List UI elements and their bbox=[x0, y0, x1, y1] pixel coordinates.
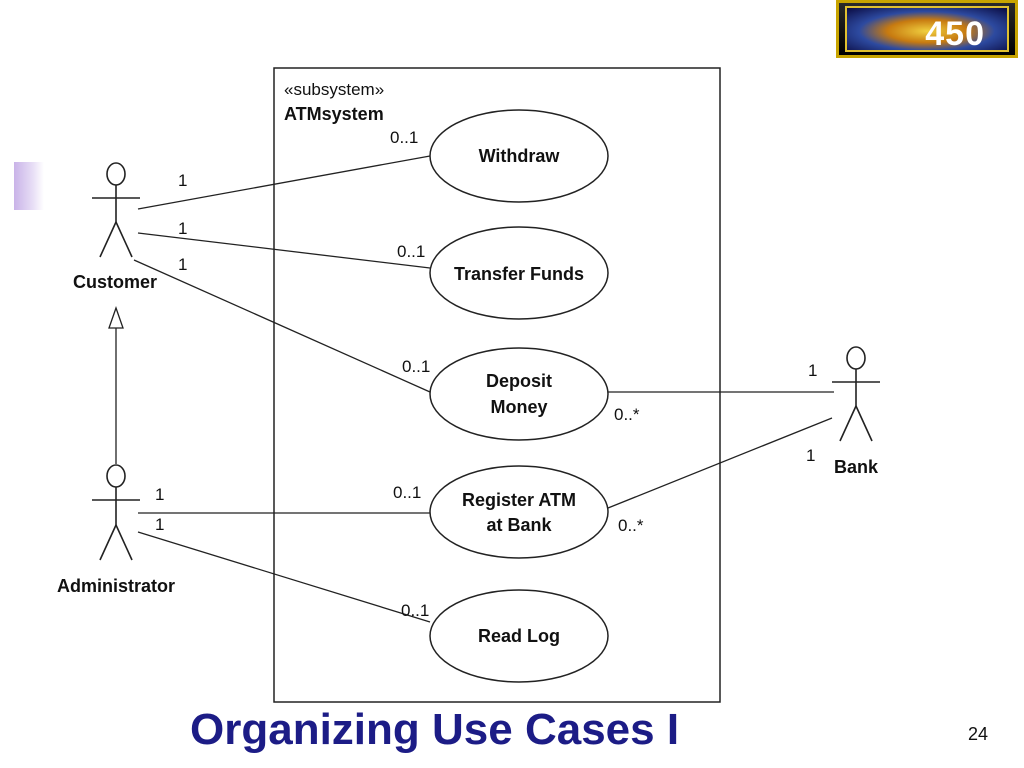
generalization-arrowhead bbox=[108, 306, 124, 329]
use-case-transfer-ellipse bbox=[429, 226, 609, 320]
actor-administrator-label: Administrator bbox=[57, 576, 175, 596]
use-case-read-log: Read Log bbox=[429, 589, 609, 683]
administrator-head bbox=[106, 464, 126, 488]
slide-title: Organizing Use Cases I bbox=[190, 705, 680, 754]
administrator-left-leg bbox=[99, 524, 117, 561]
use-case-deposit-label-line2: Money bbox=[490, 397, 547, 417]
assoc-customer-withdraw bbox=[137, 155, 431, 210]
use-case-deposit-label-line1: Deposit bbox=[486, 371, 552, 391]
mult-admin-register: 1 bbox=[155, 485, 164, 504]
actor-customer: Customer bbox=[73, 162, 157, 292]
use-case-withdraw-ellipse bbox=[429, 109, 609, 203]
use-case-deposit-ellipse bbox=[429, 347, 609, 441]
customer-head bbox=[106, 162, 126, 186]
administrator-right-leg bbox=[115, 524, 133, 561]
actor-bank-label: Bank bbox=[834, 457, 879, 477]
use-case-register-ellipse bbox=[429, 465, 609, 559]
actor-administrator: Administrator bbox=[57, 464, 175, 596]
assoc-register-bank bbox=[607, 417, 833, 509]
mult-withdraw-end: 0..1 bbox=[390, 128, 418, 147]
subsystem-name: ATMsystem bbox=[284, 104, 384, 124]
use-case-readlog-label: Read Log bbox=[478, 626, 560, 646]
mult-register-bank-actor: 1 bbox=[806, 446, 815, 465]
use-case-withdraw-label: Withdraw bbox=[479, 146, 561, 166]
use-case-register-atm: Register ATM at Bank bbox=[429, 465, 609, 559]
use-case-register-label-line1: Register ATM bbox=[462, 490, 576, 510]
mult-admin-readlog: 1 bbox=[155, 515, 164, 534]
bank-left-leg bbox=[839, 405, 857, 442]
logo-emblem bbox=[845, 6, 1009, 52]
mult-deposit-bank-actor: 1 bbox=[808, 361, 817, 380]
mult-customer-withdraw: 1 bbox=[178, 171, 187, 190]
use-case-register-label-line2: at Bank bbox=[486, 515, 552, 535]
subsystem-stereotype: «subsystem» bbox=[284, 80, 384, 99]
mult-customer-deposit: 1 bbox=[178, 255, 187, 274]
bullet-marker bbox=[14, 162, 44, 210]
customer-left-leg bbox=[99, 221, 117, 258]
bank-head bbox=[846, 346, 866, 370]
mult-customer-transfer: 1 bbox=[178, 219, 187, 238]
use-case-withdraw: Withdraw bbox=[429, 109, 609, 203]
actor-bank: Bank bbox=[832, 346, 880, 477]
slide-number: 24 bbox=[968, 724, 989, 744]
mult-register-bank-uc: 0..* bbox=[618, 516, 644, 535]
use-case-transfer-funds: Transfer Funds bbox=[429, 226, 609, 320]
assoc-customer-transfer bbox=[137, 232, 431, 269]
use-case-readlog-ellipse bbox=[429, 589, 609, 683]
assoc-customer-deposit bbox=[133, 259, 431, 393]
customer-right-leg bbox=[115, 221, 133, 258]
course-logo: 450 bbox=[836, 0, 1018, 58]
bank-right-leg bbox=[855, 405, 873, 442]
assoc-admin-readlog bbox=[137, 531, 431, 623]
mult-register-end: 0..1 bbox=[393, 483, 421, 502]
mult-deposit-end: 0..1 bbox=[402, 357, 430, 376]
logo-text: 450 bbox=[925, 15, 985, 53]
mult-deposit-bank-uc: 0..* bbox=[614, 405, 640, 424]
use-case-transfer-label: Transfer Funds bbox=[454, 264, 584, 284]
subsystem-boundary bbox=[273, 67, 721, 703]
mult-transfer-end: 0..1 bbox=[397, 242, 425, 261]
mult-readlog-end: 0..1 bbox=[401, 601, 429, 620]
use-case-deposit-money: Deposit Money bbox=[429, 347, 609, 441]
actor-customer-label: Customer bbox=[73, 272, 157, 292]
